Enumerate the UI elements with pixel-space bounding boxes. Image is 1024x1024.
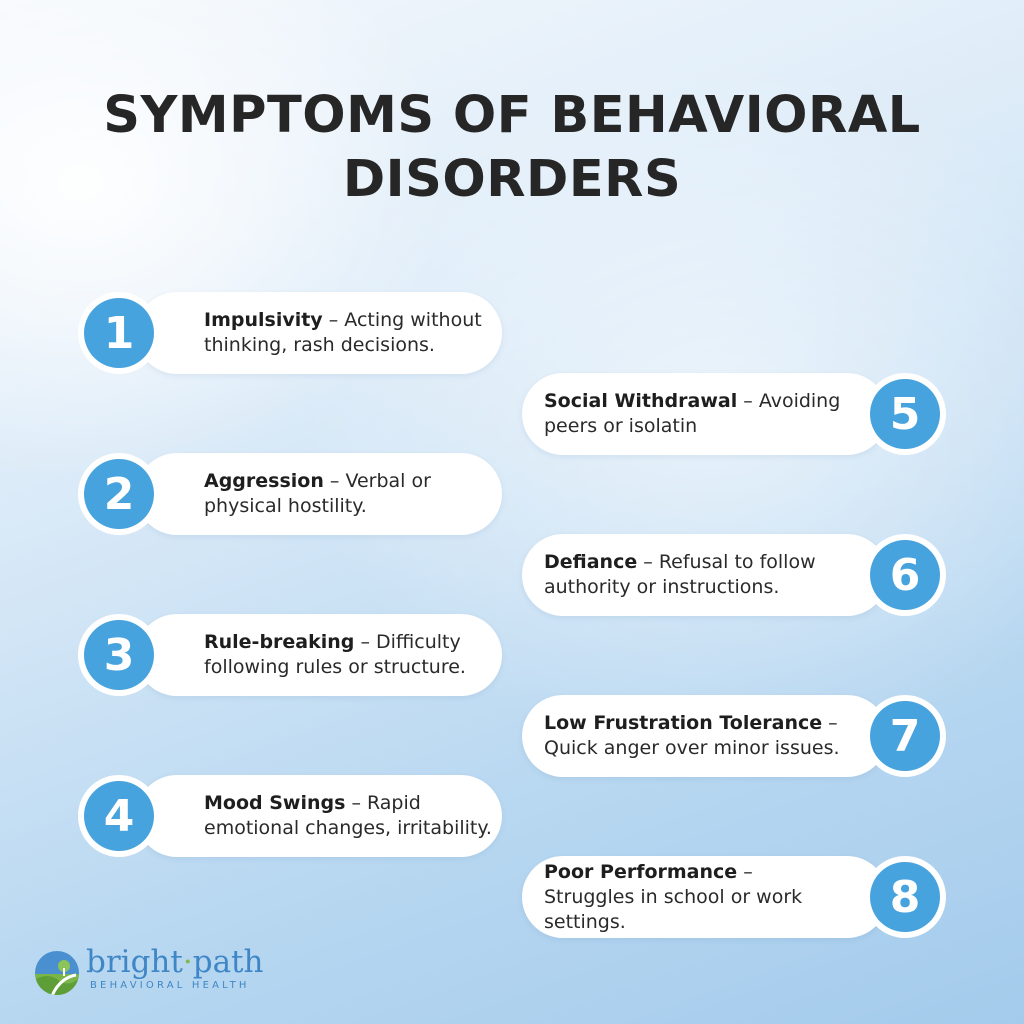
symptom-text: Defiance – Refusal to follow authority o… — [544, 534, 844, 616]
symptom-term: Defiance — [544, 551, 638, 573]
symptom-pill — [522, 856, 888, 938]
symptom-term: Aggression — [204, 470, 324, 492]
symptom-pill — [522, 695, 888, 777]
symptom-text: Poor Performance – Struggles in school o… — [544, 856, 844, 938]
symptom-pill — [522, 534, 888, 616]
logo-mark-icon — [35, 951, 79, 995]
number-label: 7 — [870, 701, 940, 771]
symptom-item-2: 2 Aggression – Verbal or physical hostil… — [78, 453, 508, 535]
symptom-term: Low Frustration Tolerance — [544, 712, 823, 734]
symptom-pill — [522, 373, 888, 455]
number-badge: 1 — [78, 292, 160, 374]
number-label: 3 — [84, 620, 154, 690]
symptom-desc: – Struggles in school or work settings. — [544, 860, 803, 933]
symptom-text: Mood Swings – Rapid emotional changes, i… — [204, 775, 504, 857]
number-badge: 5 — [864, 373, 946, 455]
number-label: 2 — [84, 459, 154, 529]
number-badge: 6 — [864, 534, 946, 616]
symptom-item-1: 1 Impulsivity – Acting without thinking,… — [78, 292, 508, 374]
number-badge: 3 — [78, 614, 160, 696]
number-label: 4 — [84, 781, 154, 851]
symptom-desc: – Quick anger over minor issues. — [544, 712, 840, 759]
title-line-2: DISORDERS — [342, 150, 682, 209]
symptom-term: Poor Performance — [544, 860, 738, 883]
symptom-item-3: 3 Rule-breaking – Difficulty following r… — [78, 614, 508, 696]
title-line-1: SYMPTOMS OF BEHAVIORAL — [103, 86, 921, 145]
number-label: 8 — [870, 862, 940, 932]
brand-logo: bright·path BEHAVIORAL HEALTH — [34, 942, 294, 1002]
symptom-item-6: 6 Defiance – Refusal to follow authority… — [516, 534, 946, 616]
symptom-desc: – Acting without thinking, rash decision… — [204, 309, 482, 356]
symptom-term: Mood Swings — [204, 792, 346, 814]
symptom-text: Social Withdrawal – Avoiding peers or is… — [544, 373, 844, 455]
symptom-pill — [136, 775, 502, 857]
page-title: SYMPTOMS OF BEHAVIORAL DISORDERS — [0, 84, 1024, 212]
number-label: 1 — [84, 298, 154, 368]
symptom-text: Impulsivity – Acting without thinking, r… — [204, 292, 504, 374]
symptom-item-5: 5 Social Withdrawal – Avoiding peers or … — [516, 373, 946, 455]
symptom-item-8: 8 Poor Performance – Struggles in school… — [516, 856, 946, 938]
symptom-term: Rule-breaking — [204, 631, 355, 653]
symptom-text: Low Frustration Tolerance – Quick anger … — [544, 695, 844, 777]
number-label: 5 — [870, 379, 940, 449]
symptom-item-4: 4 Mood Swings – Rapid emotional changes,… — [78, 775, 508, 857]
brand-name: bright·path — [86, 944, 264, 980]
number-label: 6 — [870, 540, 940, 610]
brand-tagline: BEHAVIORAL HEALTH — [90, 980, 250, 991]
symptom-text: Aggression – Verbal or physical hostilit… — [204, 453, 504, 535]
number-badge: 7 — [864, 695, 946, 777]
symptom-desc: – Avoiding peers or isolatin — [544, 390, 841, 437]
number-badge: 2 — [78, 453, 160, 535]
symptom-item-7: 7 Low Frustration Tolerance – Quick ange… — [516, 695, 946, 777]
number-badge: 8 — [864, 856, 946, 938]
symptom-desc: – Refusal to follow authority or instruc… — [544, 551, 816, 598]
symptom-text: Rule-breaking – Difficulty following rul… — [204, 614, 504, 696]
symptom-pill — [136, 614, 502, 696]
symptom-desc: – Rapid emotional changes, irritability. — [204, 792, 492, 839]
symptom-term: Social Withdrawal — [544, 390, 738, 412]
symptom-pill — [136, 292, 502, 374]
number-badge: 4 — [78, 775, 160, 857]
symptom-term: Impulsivity — [204, 309, 323, 331]
symptom-pill — [136, 453, 502, 535]
symptom-desc: – Verbal or physical hostility. — [204, 470, 431, 517]
symptom-desc: – Difficulty following rules or structur… — [204, 631, 466, 678]
